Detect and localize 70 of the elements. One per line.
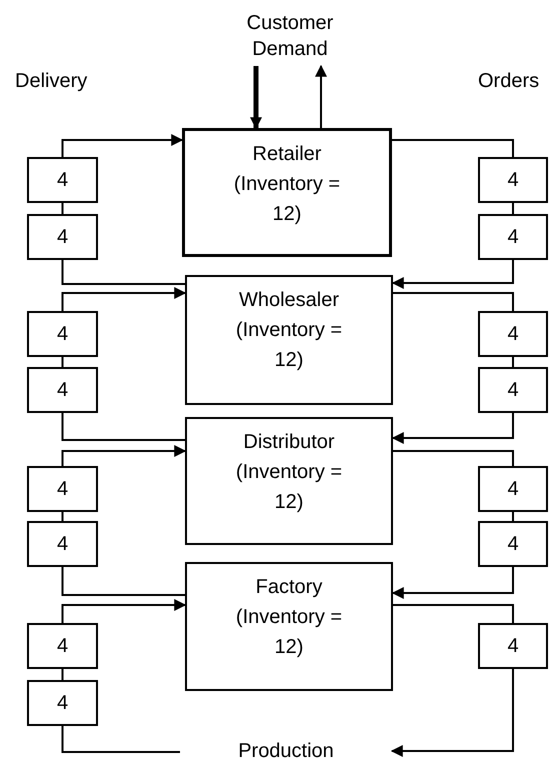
delay-count: 4 [507, 479, 519, 499]
delay-count: 4 [507, 227, 519, 247]
arrow [392, 413, 514, 444]
connector-line [62, 512, 64, 521]
connector-line [512, 357, 514, 367]
delay-box [27, 521, 98, 567]
connector-line [393, 450, 514, 466]
arrow [392, 260, 514, 289]
delay-box [478, 521, 548, 567]
delay-box [27, 680, 98, 726]
delay-box [27, 466, 98, 512]
delay-count: 4 [56, 324, 68, 344]
delay-box [478, 623, 548, 669]
arrow [392, 567, 514, 599]
delay-count: 4 [56, 227, 68, 247]
delay-box [478, 157, 548, 203]
stage-name: Distributor [243, 430, 335, 455]
stage-name: Retailer [252, 142, 322, 167]
connector-line [512, 203, 514, 214]
delay-box [27, 157, 98, 203]
column-label: Orders [478, 71, 540, 91]
stage-box [185, 275, 393, 405]
delay-box [27, 311, 98, 357]
stage-box [185, 562, 393, 691]
connector-line [62, 413, 185, 441]
inventory-text: (Inventory = 12) [234, 318, 344, 373]
delay-count: 4 [56, 693, 68, 713]
delay-count: 4 [507, 170, 519, 190]
connector-line [512, 512, 514, 521]
delay-count: 4 [56, 479, 68, 499]
inventory-text: (Inventory = 12) [234, 605, 344, 660]
delay-box [27, 367, 98, 413]
connector-line [392, 139, 514, 157]
connector-line [62, 669, 64, 680]
delay-count: 4 [56, 170, 68, 190]
connector-line [62, 260, 185, 285]
column-label: Delivery [15, 71, 88, 91]
delay-box [27, 214, 98, 260]
connector-line [393, 604, 514, 623]
connector-line [62, 567, 185, 596]
arrow [250, 66, 262, 130]
delay-count: 4 [507, 324, 519, 344]
delay-count: 4 [56, 636, 68, 656]
delay-box [478, 311, 548, 357]
stage-name: Factory [256, 575, 322, 600]
stage-name: Wholesaler [238, 288, 340, 313]
arrow [62, 287, 186, 311]
delay-box [27, 623, 98, 669]
arrow [62, 445, 186, 466]
delay-box [478, 367, 548, 413]
production-label: Production [180, 739, 392, 761]
delay-box [478, 214, 548, 260]
arrow [315, 64, 327, 128]
delay-count: 4 [56, 534, 68, 554]
stage-box [185, 417, 393, 545]
inventory-text: (Inventory = 12) [232, 172, 342, 227]
delay-count: 4 [507, 534, 519, 554]
connector-line [62, 203, 64, 214]
delay-count: 4 [56, 380, 68, 400]
inventory-text: (Inventory = 12) [234, 460, 344, 515]
connector-line [393, 292, 514, 311]
delay-count: 4 [507, 380, 519, 400]
connector-line [62, 357, 64, 367]
delay-box [478, 466, 548, 512]
connector-line [62, 726, 180, 753]
arrow [62, 134, 184, 157]
arrow [390, 669, 514, 757]
stage-box [182, 128, 392, 257]
delay-count: 4 [507, 636, 519, 656]
arrow [62, 599, 186, 623]
